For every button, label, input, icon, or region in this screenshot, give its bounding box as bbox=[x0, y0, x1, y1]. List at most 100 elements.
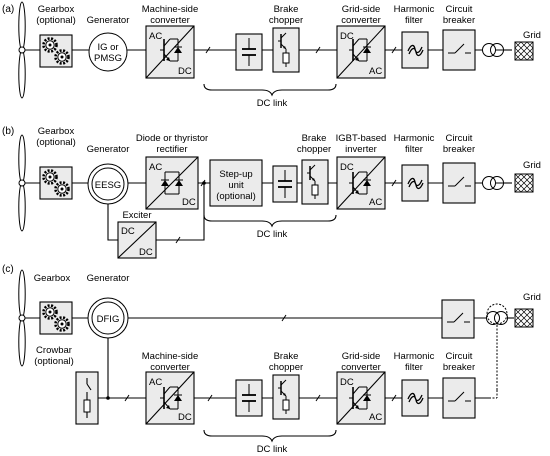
converter-diagonal bbox=[336, 25, 386, 79]
generator-name: DFIG bbox=[97, 314, 120, 325]
exciter-diagonal bbox=[117, 221, 157, 259]
rectifier-label: Diode or thyristor bbox=[136, 133, 208, 144]
generator-label: Generator bbox=[87, 15, 130, 26]
gearbox-label: Gearbox bbox=[38, 4, 75, 15]
ac-label: AC bbox=[369, 197, 382, 208]
transformer-icon bbox=[486, 303, 508, 325]
converter-diagonal bbox=[336, 371, 386, 425]
transformer-icon bbox=[482, 176, 496, 190]
grid-side-converter-label: Grid-side bbox=[342, 351, 381, 362]
circuit-breaker-label-2: breaker bbox=[443, 144, 475, 155]
circuit-breaker-label: Circuit bbox=[446, 4, 473, 15]
generator-label: Generator bbox=[87, 144, 130, 155]
harmonic-filter-label-2: filter bbox=[405, 362, 423, 373]
brake-chopper-label: Brake bbox=[274, 4, 299, 15]
gearbox-label: Gearbox bbox=[38, 126, 75, 137]
generator-name: EESG bbox=[95, 180, 121, 191]
harmonic-filter-label-2: filter bbox=[405, 144, 423, 155]
generator-icon bbox=[88, 32, 128, 72]
grid-hatched-icon bbox=[514, 41, 534, 61]
transformer-icon bbox=[482, 43, 496, 57]
machine-side-converter-label-2: converter bbox=[150, 15, 190, 26]
generator-icon-inner bbox=[91, 167, 125, 201]
harmonic-filter-label-2: filter bbox=[405, 15, 423, 26]
ac-label: AC bbox=[369, 66, 382, 77]
panel-c: (c) Gearbox Generator DFIG Grid Crowbar … bbox=[2, 264, 541, 455]
panel-tag: (b) bbox=[2, 126, 14, 137]
harmonic-filter-label: Harmonic bbox=[394, 351, 435, 362]
brake-chopper-label-2: chopper bbox=[297, 144, 331, 155]
exciter-line bbox=[156, 183, 205, 241]
exciter-label: Exciter bbox=[122, 210, 151, 221]
circuit-breaker-block bbox=[442, 377, 476, 419]
panel-tag: (c) bbox=[2, 264, 14, 275]
ac-label: AC bbox=[149, 162, 162, 173]
dc-link-brace bbox=[203, 83, 337, 97]
circuit-breaker-block bbox=[442, 29, 476, 71]
circuit-breaker-block bbox=[442, 162, 476, 204]
brake-chopper-label: Brake bbox=[274, 351, 299, 362]
panel-tag: (a) bbox=[2, 4, 14, 15]
dc-label: DC bbox=[340, 162, 354, 173]
machine-side-converter-label: Machine-side bbox=[142, 4, 199, 15]
grid-side-converter-label-2: converter bbox=[341, 362, 381, 373]
circuit-breaker-label: Circuit bbox=[446, 351, 473, 362]
ac-label: AC bbox=[149, 377, 162, 388]
dc-label: DC bbox=[178, 66, 192, 77]
machine-side-converter-label-2: converter bbox=[150, 362, 190, 373]
dc-link-label: DC link bbox=[257, 98, 288, 109]
step-up-unit-block bbox=[209, 159, 263, 207]
crowbar-label-2: (optional) bbox=[34, 356, 74, 367]
dc-label: DC bbox=[340, 377, 354, 388]
circuit-breaker-label: Circuit bbox=[446, 133, 473, 144]
circuit-breaker-label-2: breaker bbox=[443, 362, 475, 373]
converter-diagonal bbox=[145, 25, 195, 79]
circuit-breaker-block bbox=[441, 299, 475, 339]
brake-chopper-label: Brake bbox=[302, 133, 327, 144]
generator-name-2: PMSG bbox=[94, 53, 122, 64]
panel-b: (b) Gearbox (optional) Generator EESG Di… bbox=[2, 126, 541, 259]
crowbar-label: Crowbar bbox=[36, 345, 72, 356]
transformer-icon bbox=[486, 311, 500, 325]
exciter-line bbox=[107, 204, 118, 241]
dc-label: DC bbox=[139, 247, 153, 258]
harmonic-filter-block bbox=[401, 379, 429, 417]
dc-label: DC bbox=[182, 197, 196, 208]
grid-label: Grid bbox=[523, 160, 541, 171]
generator-name: IG or bbox=[97, 42, 118, 53]
inverter-label-2: inverter bbox=[345, 144, 377, 155]
grid-label: Grid bbox=[523, 30, 541, 41]
wind-turbine-icon bbox=[18, 134, 26, 232]
step-up-unit-label: Step-up bbox=[219, 169, 252, 180]
grid-hatched-icon bbox=[514, 308, 534, 328]
brake-chopper-label-2: chopper bbox=[269, 362, 303, 373]
converter-diagonal bbox=[145, 371, 195, 425]
ac-label: AC bbox=[369, 412, 382, 423]
harmonic-filter-label: Harmonic bbox=[394, 4, 435, 15]
circuit-breaker-label-2: breaker bbox=[443, 15, 475, 26]
wind-turbine-icon bbox=[18, 1, 26, 99]
dc-link-label: DC link bbox=[257, 229, 288, 240]
grid-hatched-icon bbox=[514, 173, 534, 193]
converter-diagonal bbox=[145, 156, 199, 210]
dc-label: DC bbox=[340, 31, 354, 42]
inverter-label: IGBT-based bbox=[336, 133, 387, 144]
dc-link-label: DC link bbox=[257, 444, 288, 455]
machine-side-converter-label: Machine-side bbox=[142, 351, 199, 362]
grid-label: Grid bbox=[523, 292, 541, 303]
dc-link-brace bbox=[203, 214, 337, 228]
rectifier-label-2: rectifier bbox=[156, 144, 187, 155]
panel-a: (a) Gearbox (optional) Generator IG or P… bbox=[2, 1, 541, 109]
generator-label: Generator bbox=[87, 273, 130, 284]
step-up-unit-label-3: (optional) bbox=[216, 191, 256, 202]
generator-icon-inner bbox=[91, 301, 125, 335]
dc-label: DC bbox=[178, 412, 192, 423]
gearbox-label: Gearbox bbox=[34, 273, 71, 284]
grid-side-converter-label-2: converter bbox=[341, 15, 381, 26]
wind-turbine-icon bbox=[18, 269, 26, 367]
converter-diagonal bbox=[336, 156, 386, 210]
dc-link-brace bbox=[203, 429, 337, 443]
brake-chopper-label-2: chopper bbox=[269, 15, 303, 26]
dc-label: DC bbox=[121, 226, 135, 237]
